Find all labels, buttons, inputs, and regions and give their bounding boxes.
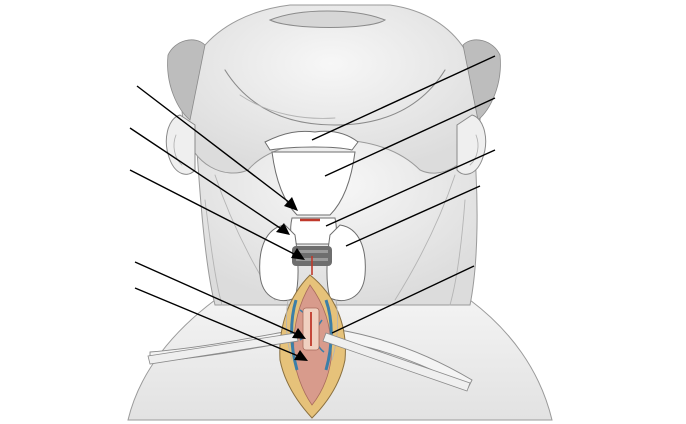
hair-left [167, 39, 206, 121]
ear-left [165, 114, 196, 175]
leader-lines [129, 55, 496, 361]
leader-line-8 [129, 169, 301, 258]
surgical-field [279, 274, 346, 419]
leader-line-5 [331, 265, 475, 334]
vessel-right [324, 299, 333, 371]
leader-line-1 [311, 55, 496, 141]
leader-line-10 [134, 287, 304, 359]
ear-right [456, 114, 487, 175]
arrowhead-6 [284, 197, 298, 211]
leader-line-3 [325, 149, 496, 227]
leader-line-4 [345, 185, 481, 247]
arrowhead-9 [292, 328, 306, 339]
larynx-outline [259, 130, 366, 302]
hyoid-bone [264, 130, 359, 151]
head [181, 4, 482, 174]
arrowhead-10 [294, 350, 308, 361]
nose-underside [268, 10, 387, 28]
leader-line-9 [134, 261, 302, 337]
vessel-left [290, 299, 299, 371]
leader-line-6 [136, 85, 295, 207]
leader-line-7 [129, 127, 287, 233]
leader-line-2 [324, 97, 496, 177]
retractor-right [322, 332, 471, 392]
arrowhead-7 [276, 223, 290, 235]
arrowhead-8 [291, 248, 305, 260]
